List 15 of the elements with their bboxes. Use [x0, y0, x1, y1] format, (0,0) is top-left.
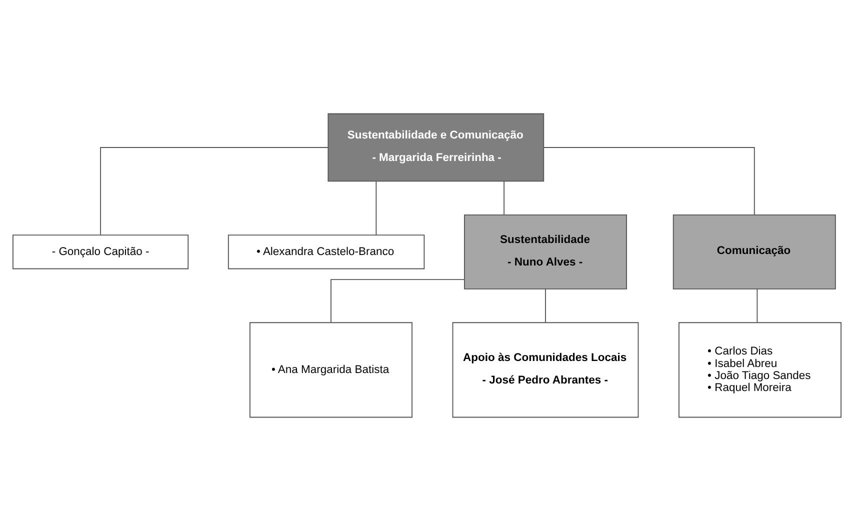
connector: [543, 146, 755, 215]
node-box: • Alexandra Castelo-Branco: [228, 234, 425, 269]
node-box: Sustentabilidade e Comunicação - Margarida Ferreirinha -: [328, 112, 544, 182]
node-box: Comunicação: [672, 214, 836, 289]
node-box: • Ana Margarida Batista: [249, 322, 412, 418]
node-box: • Carlos Dias • Isabel Abreu • João Tiago Sandes • Raquel Moreira: [678, 322, 842, 418]
node-box: Apoio às Comunidades Locais - José Pedro Abrantes -: [452, 322, 639, 418]
connector: [376, 180, 377, 235]
node-box: Sustentabilidade - Nuno Alves -: [464, 214, 627, 289]
node-box: - Gonçalo Capitão -: [12, 234, 189, 269]
connector: [330, 278, 465, 323]
connector: [756, 288, 758, 323]
connector: [504, 180, 505, 215]
connector: [545, 288, 546, 323]
connector: [100, 146, 328, 235]
